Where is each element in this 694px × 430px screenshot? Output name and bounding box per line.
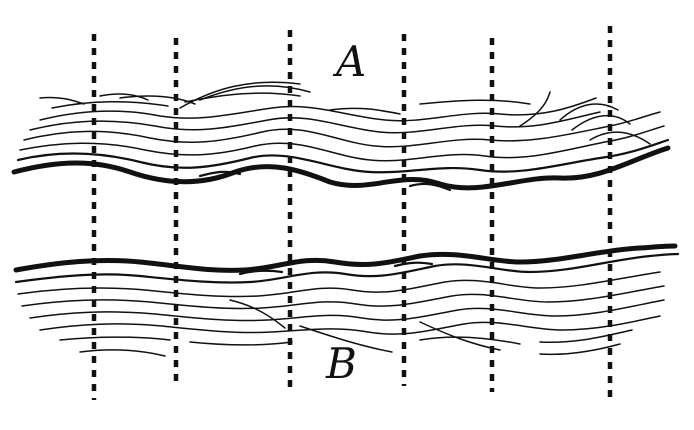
layer-a-fibre — [198, 170, 452, 192]
layer-b-fibre — [39, 315, 661, 335]
layer-a-fibre — [519, 91, 651, 145]
layer-a-fibre — [39, 93, 401, 115]
layer-a — [11, 81, 671, 192]
layer-b-fibre — [238, 261, 434, 276]
layer-a-fibre — [29, 111, 601, 134]
layer-a-fibre — [19, 125, 665, 162]
layer-a-fibre — [23, 111, 661, 148]
layer-b-fibre — [59, 329, 633, 346]
reference-lines — [91, 26, 613, 400]
label-a: A — [332, 37, 366, 86]
layer-a-boundary — [11, 145, 671, 191]
label-b: B — [325, 339, 357, 388]
layer-a-fibre — [119, 81, 311, 109]
layer-b-fibre — [29, 299, 665, 322]
layer-b-fibre — [14, 252, 680, 284]
layer-a-fibre — [39, 97, 597, 122]
layer-b — [13, 243, 680, 357]
layer-b-fibre — [21, 285, 665, 310]
layer-a-fibre — [16, 138, 670, 174]
layer-b-fibre — [17, 271, 661, 298]
layer-b-boundary — [13, 243, 678, 273]
layer-b-fibre — [79, 343, 621, 357]
